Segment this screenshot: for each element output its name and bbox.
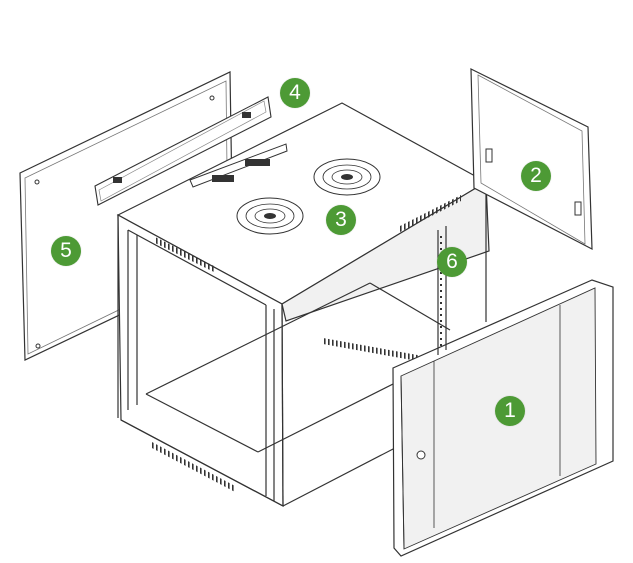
top-panel <box>155 143 461 272</box>
bottom-vents <box>150 338 423 492</box>
callout-3: 3 <box>326 205 356 235</box>
callout-2: 2 <box>521 161 551 191</box>
callout-1: 1 <box>495 396 525 426</box>
fan-left <box>236 197 304 235</box>
callout-5: 5 <box>51 236 81 266</box>
cabinet-frame <box>116 102 490 508</box>
fan-right <box>313 158 381 196</box>
callout-4: 4 <box>280 78 310 108</box>
rear-door-panel <box>470 68 593 251</box>
callout-6: 6 <box>437 247 467 277</box>
wall-mount-bracket <box>94 96 272 206</box>
